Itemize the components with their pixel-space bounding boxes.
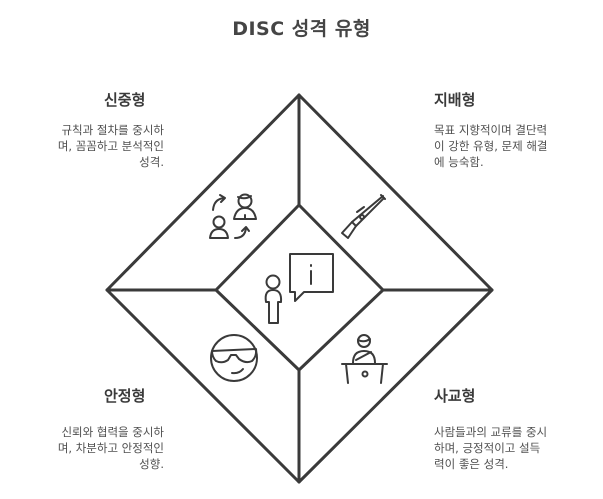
diagram-title: DISC 성격 유형: [232, 18, 371, 40]
quadrant-label-influential: 사교형: [434, 387, 476, 405]
quadrant-desc-steady: 신뢰와 협력을 중시하 며, 차분하고 안정적인 성향.: [57, 425, 164, 471]
quadrant-desc-dominant: 목표 지향적이며 결단력 이 강한 유형, 문제 해결 에 능숙함.: [434, 123, 548, 169]
quadrant-label-steady: 안정형: [104, 387, 146, 405]
quadrant-desc-influential: 사람들과의 교류를 중시 하며, 긍정적이고 설득 력이 좋은 성격.: [434, 425, 548, 471]
person-info-speech-icon: [264, 253, 334, 324]
rifle-icon: [341, 194, 386, 239]
sunglasses-face-icon: [210, 334, 258, 382]
quadrant-desc-cautious: 규칙과 절차를 중시하 며, 꼼꼼하고 분석적인 성격.: [57, 123, 164, 169]
people-exchange-icon: [209, 193, 257, 239]
quadrant-label-dominant: 지배형: [434, 91, 476, 109]
quadrant-label-cautious: 신중형: [104, 91, 146, 109]
speaker-podium-icon: [341, 334, 388, 384]
inner-diamond: [214, 203, 385, 372]
